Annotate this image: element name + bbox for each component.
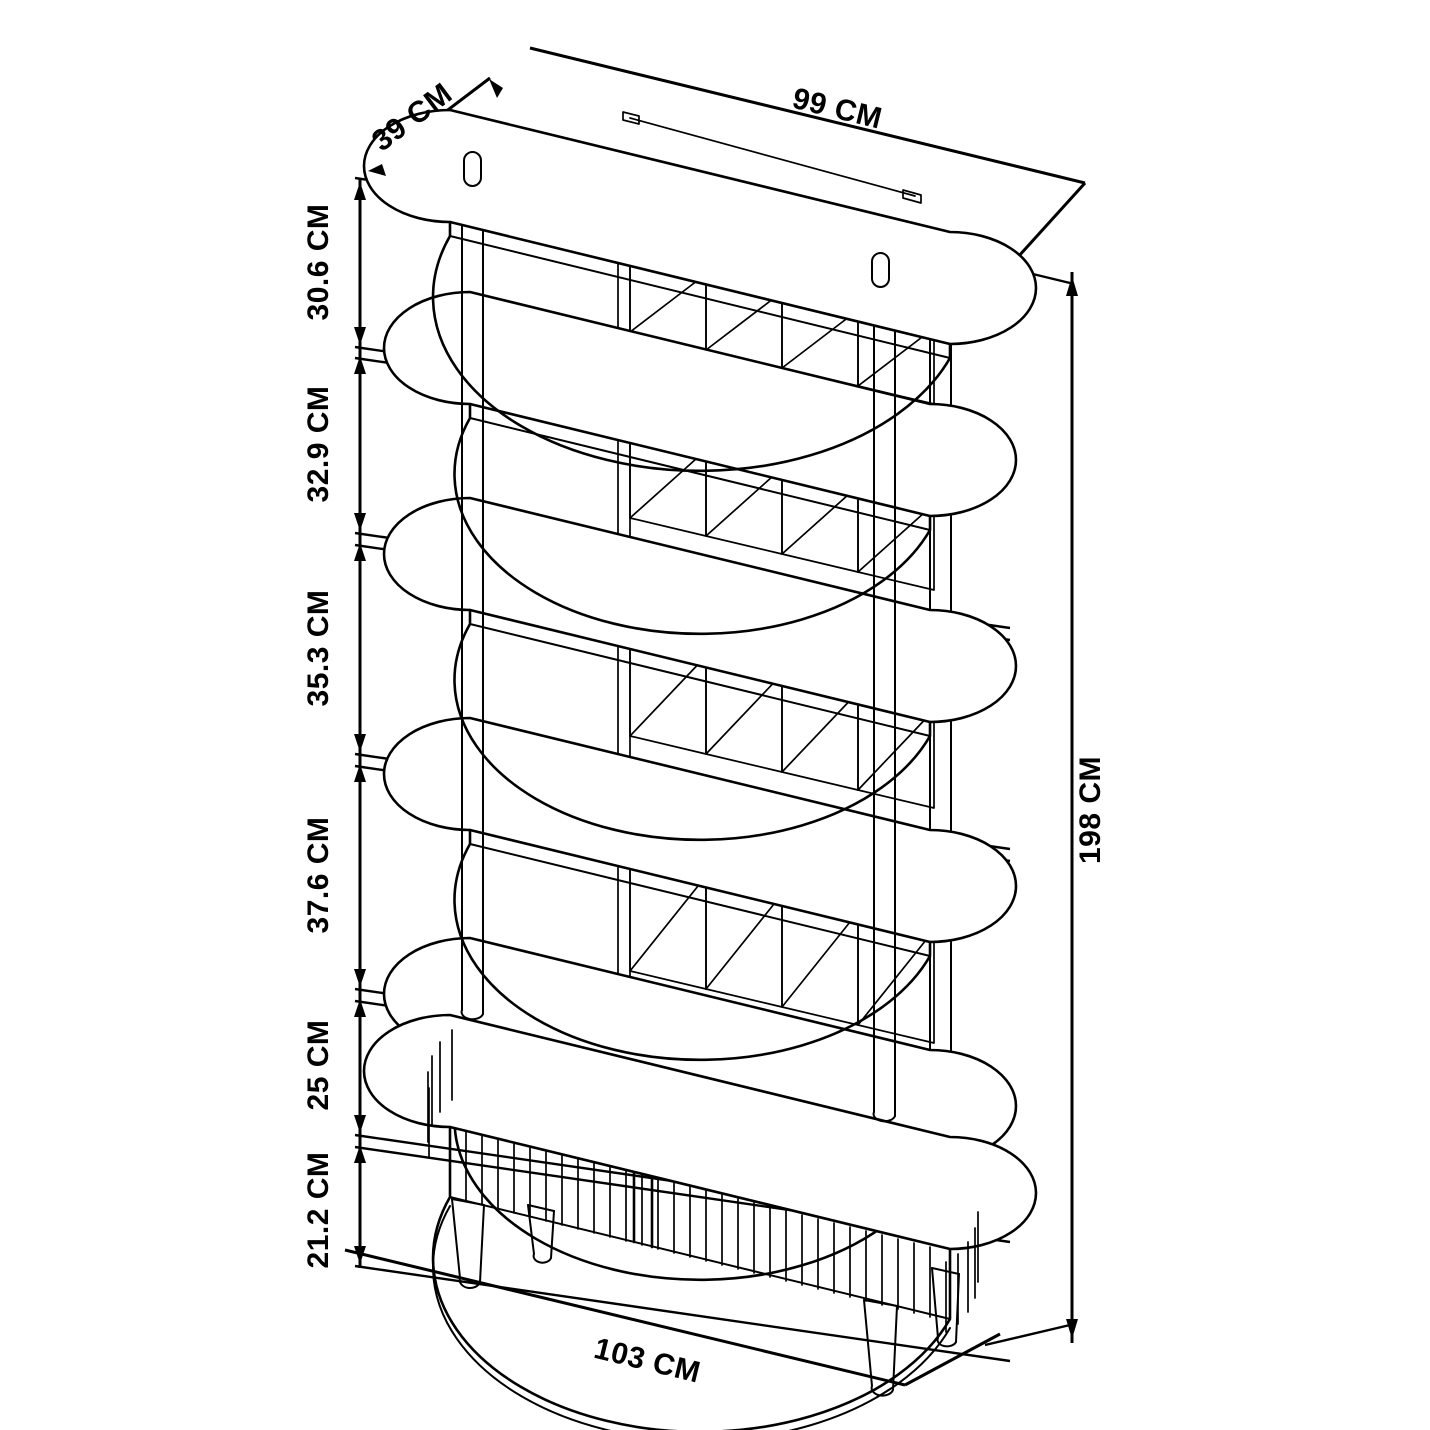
front-posts (460, 161, 897, 1123)
cabinet-door-split (632, 1170, 654, 1249)
segment-5-text: 25 CM (302, 1020, 335, 1111)
cabinet-fluting-left-end (427, 1029, 453, 1159)
overall-height-label: 198 CM (1074, 756, 1107, 864)
base-projection-box (344, 1248, 1071, 1387)
base-width-label: 103 CM (591, 1332, 704, 1390)
segment-label-3: 35.3 CM (302, 590, 335, 707)
post-hole-right (871, 252, 890, 288)
segment-3-text: 35.3 CM (302, 590, 335, 707)
segment-label-5: 25 CM (302, 1020, 335, 1111)
segment-1-text: 30.6 CM (302, 204, 335, 321)
cabinet-body (362, 1013, 1038, 1430)
segment-label-4: 37.6 CM (302, 817, 335, 934)
width-dimension-label: 99 CM (789, 82, 885, 136)
cabinet-fluting (465, 1130, 931, 1318)
shelf-4 (382, 716, 1018, 1062)
segment-label-2: 32.9 CM (302, 386, 335, 503)
legs (451, 1198, 960, 1397)
base-width-label-text: 103 CM (591, 1332, 704, 1390)
back-notch-right (902, 189, 922, 204)
back-notch-left (622, 111, 640, 125)
segment-6-text: 21.2 CM (302, 1152, 335, 1269)
overall-height-label-text: 198 CM (1074, 756, 1107, 864)
overall-height-dimension (1066, 272, 1078, 1343)
segment-label-1: 30.6 CM (302, 204, 335, 321)
shelf-2 (382, 290, 1018, 636)
segment-4-text: 37.6 CM (302, 817, 335, 934)
width-label-text: 99 CM (789, 82, 885, 136)
shelf-3 (382, 496, 1018, 842)
segment-label-6: 21.2 CM (302, 1152, 335, 1269)
segment-2-text: 32.9 CM (302, 386, 335, 503)
post-hole-left (463, 151, 482, 187)
shelf-1-top (362, 108, 1038, 473)
